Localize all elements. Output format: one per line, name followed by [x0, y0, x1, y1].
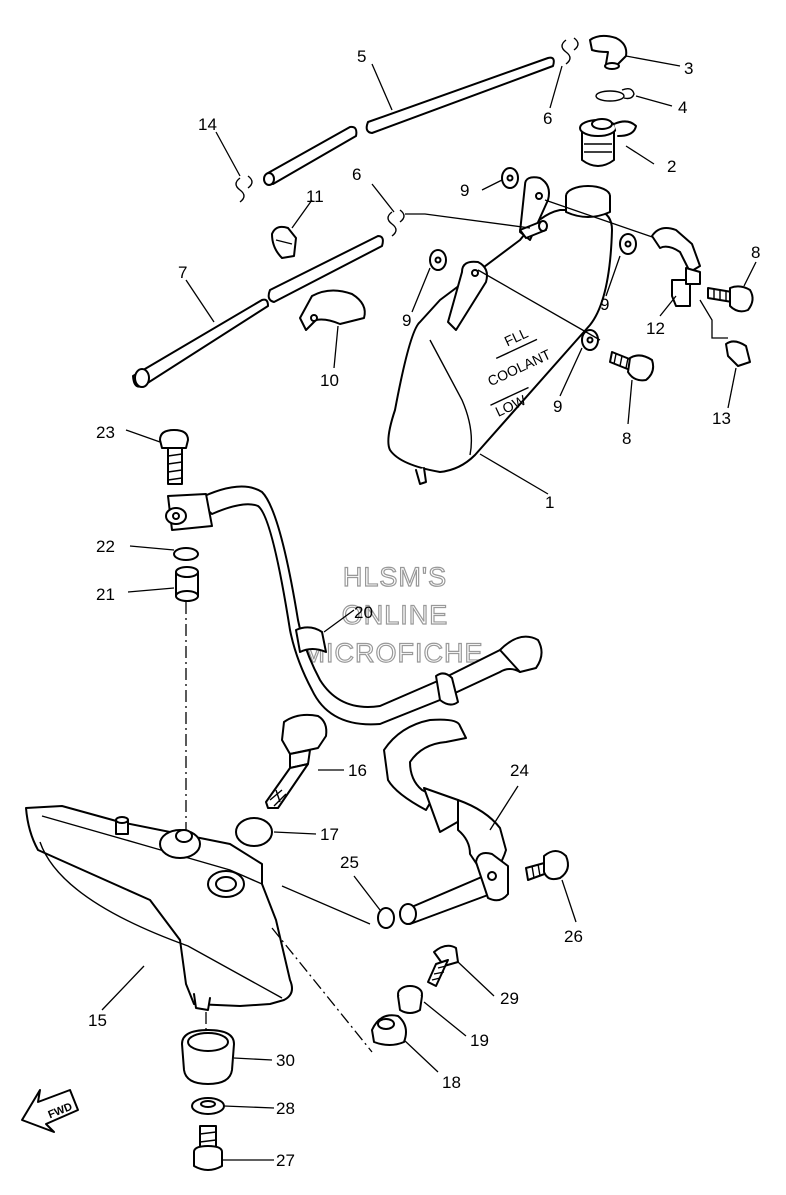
- callout-24: 24: [510, 761, 529, 780]
- callout-2: 2: [667, 157, 676, 176]
- callout-11: 11: [306, 187, 324, 206]
- callout-15: 15: [88, 1011, 107, 1030]
- hose-7: [132, 235, 384, 388]
- callout-22: 22: [96, 537, 115, 556]
- watermark: HLSM'S ONLINE MICROFICHE: [302, 561, 484, 668]
- pipe-3: [589, 34, 628, 70]
- clip-6-top: [561, 37, 579, 65]
- callout-1: 1: [545, 493, 554, 512]
- dipstick-16: [265, 713, 328, 809]
- callout-3: 3: [684, 59, 693, 78]
- callout-6-left: 6: [352, 165, 361, 184]
- callout-10: 10: [320, 371, 339, 390]
- clamp-11: [271, 225, 297, 259]
- callout-29: 29: [500, 989, 519, 1008]
- callout-16: 16: [348, 761, 367, 780]
- callout-8-right: 8: [751, 243, 760, 262]
- watermark-line-2: ONLINE: [342, 600, 449, 630]
- callout-23: 23: [96, 423, 115, 442]
- pipe-20: [195, 485, 543, 726]
- callout-27: 27: [276, 1151, 295, 1170]
- damper-30: [181, 1029, 235, 1085]
- o-ring-25: [377, 907, 395, 929]
- alignment-line-18: [271, 927, 373, 1053]
- clip-13: [725, 340, 751, 367]
- callout-4: 4: [678, 98, 687, 117]
- pipe-24: [383, 718, 509, 925]
- hose-5: [263, 56, 555, 186]
- callout-28: 28: [276, 1099, 295, 1118]
- leader-25: [281, 885, 371, 925]
- callout-9-c: 9: [600, 295, 609, 314]
- bolt-27: [193, 1125, 223, 1171]
- clip-4: [595, 87, 635, 102]
- callout-14: 14: [198, 115, 217, 134]
- bracket-12: [651, 227, 701, 307]
- washers-9: [429, 167, 637, 351]
- bolt-26: [525, 850, 569, 881]
- callout-9-d: 9: [553, 397, 562, 416]
- cap-2: [579, 118, 637, 167]
- clamp-10: [299, 289, 366, 331]
- bolt-29: [427, 944, 459, 987]
- callout-12: 12: [646, 319, 665, 338]
- watermark-line-3: MICROFICHE: [303, 638, 484, 668]
- callout-21: 21: [96, 585, 115, 604]
- callout-6-top: 6: [543, 109, 552, 128]
- callout-9-b: 9: [402, 311, 411, 330]
- bolt-8-right: [707, 285, 754, 313]
- callout-26: 26: [564, 927, 583, 946]
- o-ring-22: [173, 547, 199, 561]
- callout-9-a: 9: [460, 181, 469, 200]
- leader-lines: [101, 55, 757, 1161]
- callout-20: 20: [354, 603, 373, 622]
- bolt-8-lower: [609, 351, 655, 382]
- callout-labels: 1 2 3 4 5 6 6 7 8 8 9 9 9 9 10 11 12 13 …: [88, 47, 760, 1170]
- callout-18: 18: [442, 1073, 461, 1092]
- watermark-line-1: HLSM'S: [343, 562, 447, 592]
- callout-25: 25: [340, 853, 359, 872]
- o-ring-17: [235, 817, 273, 847]
- callout-13: 13: [712, 409, 731, 428]
- callout-30: 30: [276, 1051, 295, 1070]
- callout-17: 17: [320, 825, 339, 844]
- oil-tank-15: [25, 805, 293, 1011]
- union-23-fitting: [165, 493, 213, 531]
- callout-19: 19: [470, 1031, 489, 1050]
- clip-14: [235, 175, 253, 203]
- callout-5: 5: [357, 47, 366, 66]
- collar-19: [397, 985, 423, 1014]
- collar-21: [175, 566, 199, 602]
- callout-8-lower: 8: [622, 429, 631, 448]
- washer-28: [191, 1097, 225, 1115]
- coolant-reservoir-1: FLL COOLANT LOW: [387, 176, 613, 485]
- clip-6-left: [387, 209, 405, 237]
- bolt-23: [159, 429, 189, 485]
- grommet-18: [371, 1014, 407, 1046]
- callout-7: 7: [178, 263, 187, 282]
- fwd-arrow-icon: FWD: [21, 1089, 79, 1133]
